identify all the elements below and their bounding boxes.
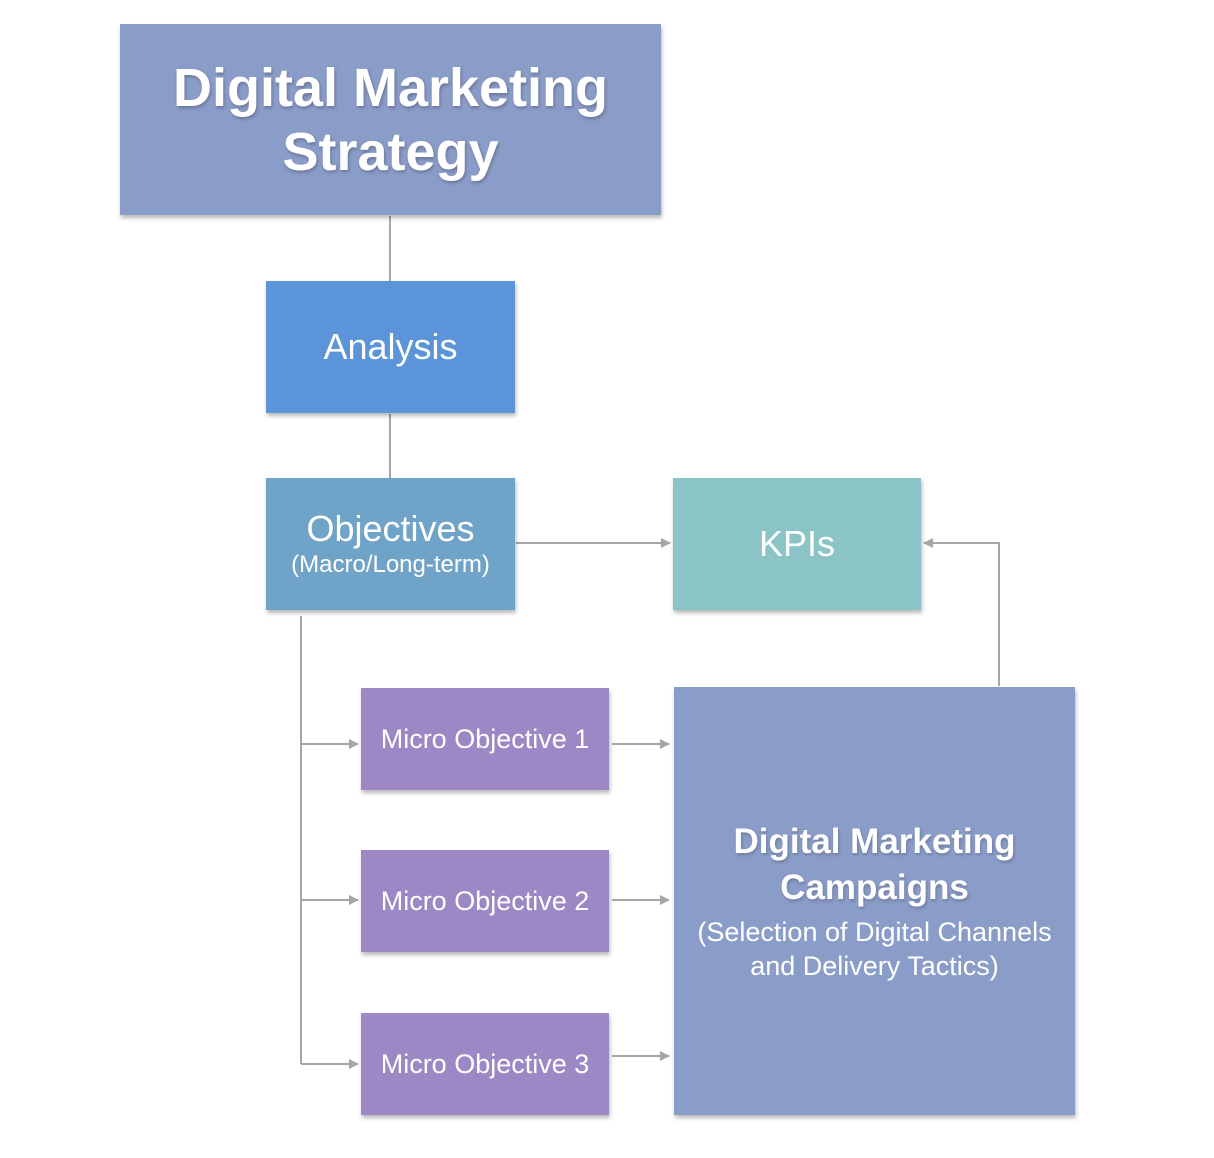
campaigns-box: Digital Marketing Campaigns (Selection o… — [674, 687, 1075, 1115]
analysis-box: Analysis — [266, 281, 515, 413]
micro-objective-2-box: Micro Objective 2 — [361, 850, 609, 952]
campaigns-subtitle-line-2: and Delivery Tactics) — [750, 951, 999, 981]
kpis-box: KPIs — [673, 478, 921, 610]
objectives-box: Objectives (Macro/Long-term) — [266, 478, 515, 610]
objectives-sublabel: (Macro/Long-term) — [291, 551, 490, 578]
strategy-title-line-1: Digital Marketing — [172, 57, 609, 118]
arrow-campaigns-kpis — [923, 538, 1000, 686]
micro-objective-2-label: Micro Objective 2 — [380, 886, 590, 916]
micro-objective-3-box: Micro Objective 3 — [361, 1013, 609, 1115]
campaigns-subtitle-line-1: (Selection of Digital Channels — [697, 917, 1052, 947]
kpis-label: KPIs — [758, 523, 836, 564]
campaigns-subtitle: (Selection of Digital Channels and Deliv… — [697, 915, 1051, 983]
campaigns-title-line-2: Campaigns — [780, 868, 969, 907]
micro-objective-1-label: Micro Objective 1 — [380, 724, 590, 754]
micro-objective-1-box: Micro Objective 1 — [361, 688, 609, 790]
objectives-label: Objectives — [306, 508, 475, 549]
analysis-label: Analysis — [323, 326, 458, 367]
strategy-title-line-2: Strategy — [282, 121, 499, 182]
campaigns-title-line-1: Digital Marketing — [733, 822, 1016, 861]
micro-objective-3-label: Micro Objective 3 — [380, 1049, 590, 1079]
strategy-box: Digital Marketing Strategy — [120, 24, 661, 215]
